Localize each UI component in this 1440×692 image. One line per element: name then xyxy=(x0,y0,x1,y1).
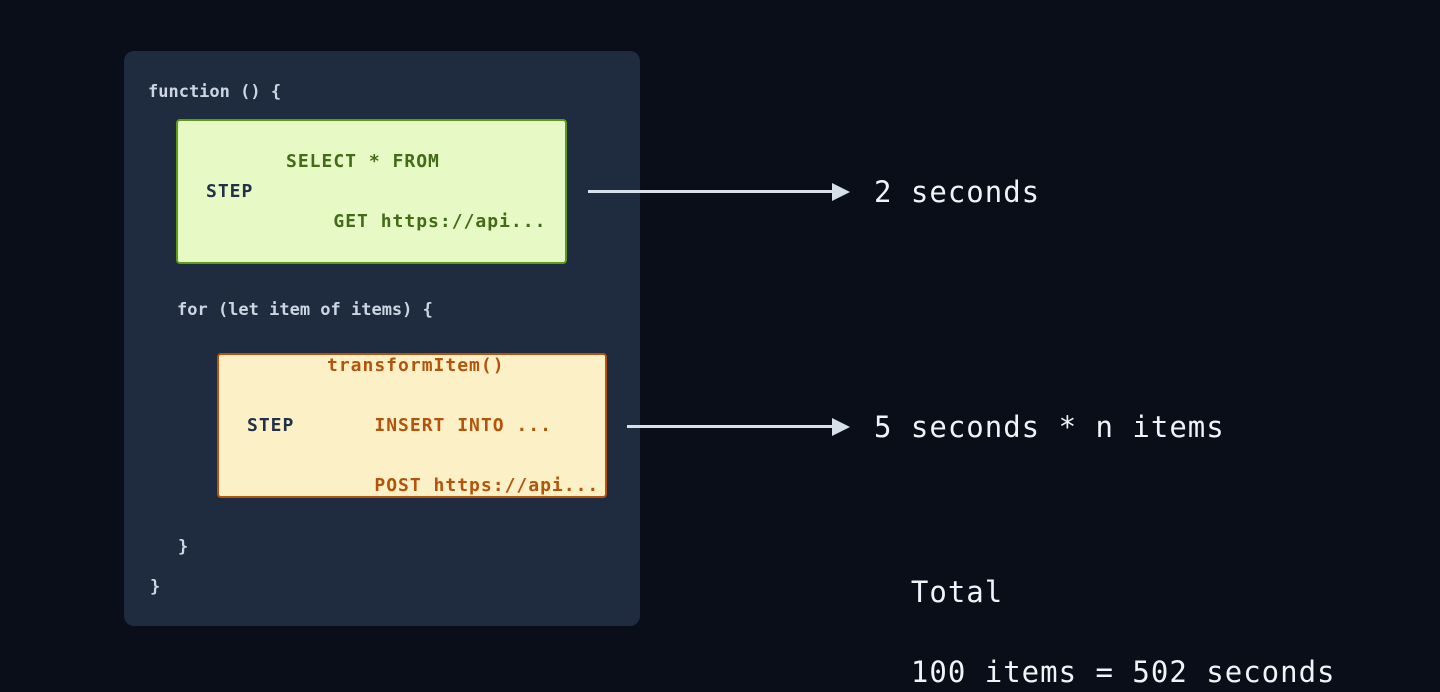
step1-box: STEP SELECT * FROM GET https://api... xyxy=(176,119,567,264)
arrow1-line xyxy=(588,190,833,193)
code-function-open: function () { xyxy=(148,82,282,102)
arrow1-head-icon xyxy=(832,183,850,201)
arrow2-head-icon xyxy=(832,418,850,436)
step2-code-line3: POST https://api... xyxy=(374,474,600,496)
step1-duration-label: 2 seconds xyxy=(874,175,1041,209)
step1-label: STEP xyxy=(206,181,254,202)
code-for-close: } xyxy=(178,537,189,557)
code-for-open: for (let item of items) { xyxy=(177,300,433,320)
total-title: Total xyxy=(910,575,1004,609)
step1-code-line2: GET https://api... xyxy=(333,210,547,232)
step2-code: transformItem() INSERT INTO ... POST htt… xyxy=(327,351,599,501)
step2-duration-label: 5 seconds * n items xyxy=(874,410,1225,444)
code-function-close: } xyxy=(150,577,161,597)
step2-box: STEP transformItem() INSERT INTO ... POS… xyxy=(217,353,607,498)
step1-code-line1: SELECT * FROM xyxy=(286,150,440,172)
total-block: Total 100 items = 502 seconds xyxy=(874,532,1336,692)
arrow2-line xyxy=(627,425,833,428)
step2-code-line2: INSERT INTO ... xyxy=(374,414,552,436)
total-value: 100 items = 502 seconds xyxy=(910,655,1336,689)
step2-label: STEP xyxy=(247,415,295,436)
step1-code: SELECT * FROM GET https://api... xyxy=(286,147,546,237)
step2-code-line1: transformItem() xyxy=(327,354,505,376)
